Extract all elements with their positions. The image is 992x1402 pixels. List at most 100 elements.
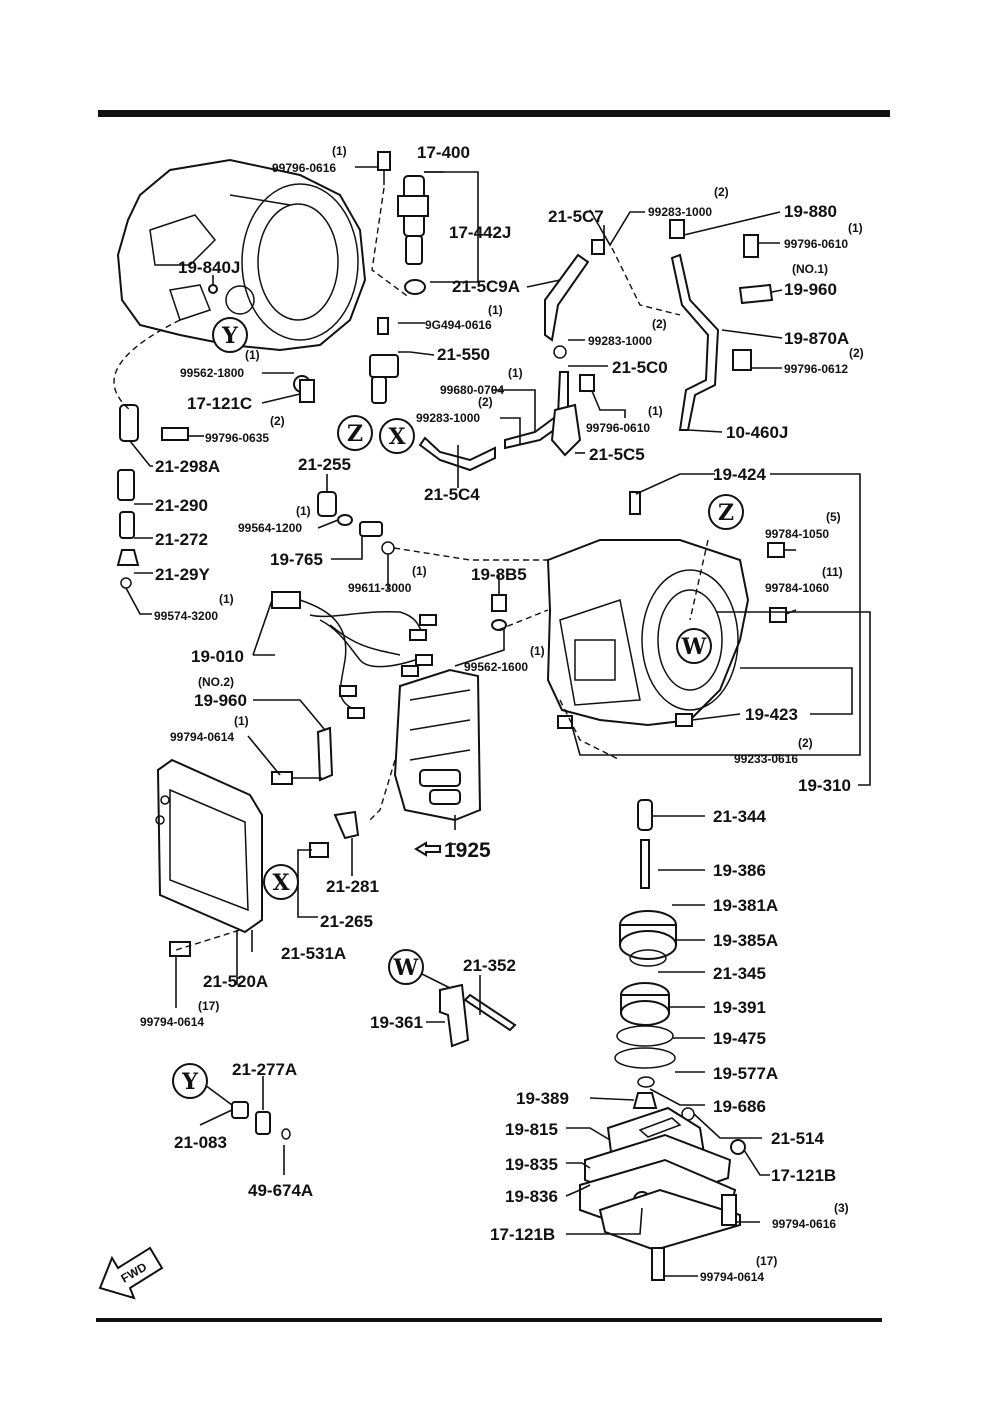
top-rule — [98, 110, 890, 117]
label-21-281: 21-281 — [326, 877, 379, 896]
label-17-442J: 17-442J — [449, 223, 511, 242]
label-19-880: 19-880 — [784, 202, 837, 221]
label-19-424: 19-424 — [713, 465, 766, 484]
note-no1: (NO.1) — [792, 262, 828, 276]
detent-parts — [309, 810, 360, 858]
label-99562-1600: 99562-1600 — [464, 660, 528, 674]
label-99574-3200: 99574-3200 — [154, 609, 218, 623]
control-valve-body — [393, 668, 482, 822]
qty-99283-1000-c: (2) — [478, 395, 493, 409]
qty-99283-1000-a: (2) — [714, 185, 729, 199]
qty-99796-0635: (2) — [270, 414, 285, 428]
label-17-121B-a: 17-121B — [771, 1166, 836, 1185]
label-19-835: 19-835 — [505, 1155, 558, 1174]
label-99233-0616: 99233-0616 — [734, 752, 798, 766]
qty-9G494-0616: (1) — [488, 303, 503, 317]
label-99564-1200: 99564-1200 — [238, 521, 302, 535]
label-99794-0614-a: 99794-0614 — [170, 730, 234, 744]
label-99680-0704: 99680-0704 — [440, 383, 504, 397]
label-21-5C5: 21-5C5 — [589, 445, 645, 464]
callout-z-2: Z — [708, 494, 744, 530]
label-99283-1000-b: 99283-1000 — [588, 334, 652, 348]
label-19-385A: 19-385A — [713, 931, 778, 950]
qty-99283-1000-b: (2) — [652, 317, 667, 331]
part-labels: (1) 99796-0616 17-400 17-442J 19-840J (1… — [140, 143, 864, 1284]
oil-hose — [418, 436, 496, 472]
callout-y-2: Y — [172, 1063, 208, 1099]
callout-y-label: Y — [221, 323, 238, 349]
label-19-361: 19-361 — [370, 1013, 423, 1032]
label-99283-1000-a: 99283-1000 — [648, 205, 712, 219]
label-19-765: 19-765 — [270, 550, 323, 569]
label-19-475: 19-475 — [713, 1029, 766, 1048]
label-19-815: 19-815 — [505, 1120, 558, 1139]
left-small-parts — [116, 284, 315, 589]
bracket-no2 — [271, 726, 334, 785]
qty-99796-0616: (1) — [332, 144, 347, 158]
label-99611-3000: 99611-3000 — [348, 581, 412, 595]
forward-arrow-icon: FWD — [98, 1246, 164, 1300]
callout-z-label: Z — [718, 500, 734, 526]
label-21-277A: 21-277A — [232, 1060, 297, 1079]
qty-99794-0614-a: (1) — [234, 714, 249, 728]
label-99784-1060: 99784-1060 — [765, 581, 829, 595]
note-no2: (NO.2) — [198, 675, 234, 689]
label-21-29Y: 21-29Y — [155, 565, 210, 584]
callout-w-label: W — [393, 955, 419, 981]
label-99796-0610-b: 99796-0610 — [586, 421, 650, 435]
callout-z-label: Z — [347, 421, 363, 447]
label-21-550: 21-550 — [437, 345, 490, 364]
label-21-514: 21-514 — [771, 1129, 824, 1148]
accumulator-stack — [614, 799, 695, 1121]
leader-lines — [125, 166, 871, 1277]
callout-z-1: Z — [337, 415, 373, 451]
callout-x-label: X — [388, 424, 406, 450]
label-21-298A: 21-298A — [155, 457, 220, 476]
label-99794-0616: 99794-0616 — [772, 1217, 836, 1231]
callout-w-2: W — [388, 949, 424, 985]
label-99784-1050: 99784-1050 — [765, 527, 829, 541]
label-21-083: 21-083 — [174, 1133, 227, 1152]
callout-x-label: X — [272, 870, 290, 896]
label-99794-0614-b: 99794-0614 — [140, 1015, 204, 1029]
label-19-8B5: 19-8B5 — [471, 565, 527, 584]
phantom-lines — [113, 187, 709, 951]
sensor-21-550 — [369, 317, 399, 404]
parking-lever — [439, 983, 517, 1048]
qty-99562-1600: (1) — [530, 644, 545, 658]
pointer-arrow-icon — [414, 841, 441, 857]
label-21-5C7: 21-5C7 — [548, 207, 604, 226]
label-21-345: 21-345 — [713, 964, 766, 983]
qty-99233-0616: (2) — [798, 736, 813, 750]
label-99796-0612: 99796-0612 — [784, 362, 848, 376]
qty-99796-0610: (1) — [848, 221, 863, 235]
label-21-344: 21-344 — [713, 807, 766, 826]
label-10-460J: 10-460J — [726, 423, 788, 442]
label-19-960-no1: 19-960 — [784, 280, 837, 299]
label-19-960-no2: 19-960 — [194, 691, 247, 710]
label-21-5C0: 21-5C0 — [612, 358, 668, 377]
label-19-686: 19-686 — [713, 1097, 766, 1116]
label-21-265: 21-265 — [320, 912, 373, 931]
qty-99680-0704: (1) — [508, 366, 523, 380]
callout-w-label: W — [681, 634, 707, 660]
label-19-310: 19-310 — [798, 776, 851, 795]
qty-99794-0614-c: (17) — [756, 1254, 777, 1268]
callout-x-1: X — [379, 418, 415, 454]
label-9G494-0616: 9G494-0616 — [425, 318, 492, 332]
label-99283-1000-c: 99283-1000 — [416, 411, 480, 425]
qty-99611-3000: (1) — [412, 564, 427, 578]
transaxle-case — [491, 491, 787, 729]
label-99796-0635: 99796-0635 — [205, 431, 269, 445]
callout-y-label: Y — [181, 1069, 198, 1095]
label-17-121B-b: 17-121B — [490, 1225, 555, 1244]
label-19-386: 19-386 — [713, 861, 766, 880]
label-19-010: 19-010 — [191, 647, 244, 666]
label-21-5C9A: 21-5C9A — [452, 277, 520, 296]
label-17-400: 17-400 — [417, 143, 470, 162]
qty-99562-1800: (1) — [245, 348, 260, 362]
qty-99796-0610-b: (1) — [648, 404, 663, 418]
label-99796-0616: 99796-0616 — [272, 161, 336, 175]
label-21-272: 21-272 — [155, 530, 208, 549]
